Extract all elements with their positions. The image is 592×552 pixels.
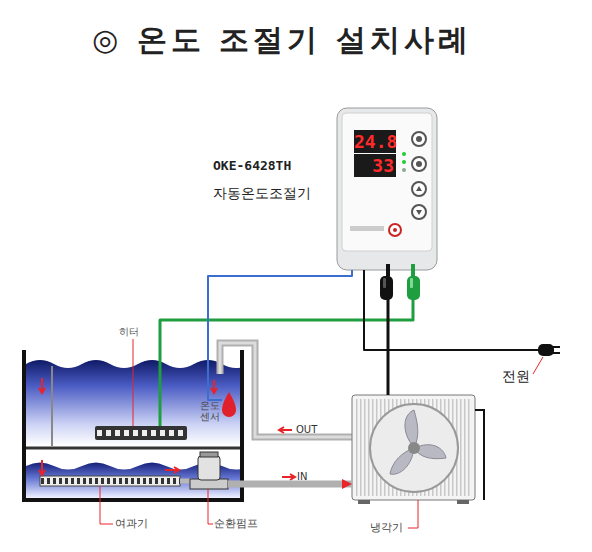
heater-rod bbox=[51, 366, 53, 446]
filter-body bbox=[40, 476, 180, 486]
temperature-display: 24.8 bbox=[354, 130, 394, 153]
fan-hub bbox=[408, 442, 420, 454]
leader-lines bbox=[100, 339, 543, 528]
filter: 여과기 bbox=[40, 476, 180, 486]
control-button bbox=[416, 161, 422, 167]
leader-line bbox=[208, 489, 213, 524]
pump-motor bbox=[198, 456, 220, 480]
cable-plug bbox=[407, 276, 420, 300]
chiller-case bbox=[352, 395, 475, 500]
plug-prong bbox=[553, 346, 560, 348]
plug-shape bbox=[538, 343, 560, 357]
power-cable bbox=[364, 270, 538, 350]
setpoint-display: 33 bbox=[354, 154, 394, 177]
chiller-grille bbox=[356, 399, 471, 496]
leader-line bbox=[408, 500, 418, 528]
sensor-shape bbox=[222, 392, 236, 418]
sensor-cable bbox=[208, 270, 352, 400]
display-window bbox=[354, 154, 396, 177]
cable-plug bbox=[380, 276, 393, 300]
flow-arrow bbox=[211, 380, 217, 393]
power-button bbox=[393, 228, 397, 232]
flow-arrow bbox=[279, 427, 292, 433]
part-label: 여과기 bbox=[115, 517, 148, 530]
chiller: 냉각기 bbox=[352, 395, 475, 500]
part-label: 전원 bbox=[502, 368, 530, 385]
control-button bbox=[416, 186, 422, 191]
cable-stub bbox=[411, 264, 415, 276]
fan-blade bbox=[390, 410, 446, 474]
filter-body bbox=[40, 476, 180, 486]
flow-label: OUT bbox=[296, 424, 317, 435]
circulation-pump: 순환펌프 bbox=[192, 452, 228, 489]
control-button bbox=[412, 205, 426, 219]
sensor-cable bbox=[160, 270, 413, 426]
chiller-fan bbox=[370, 404, 458, 492]
control-button bbox=[416, 210, 422, 215]
diagram-title: ◎ 온도 조절기 설치사례 bbox=[92, 22, 472, 58]
part-label: 히터 bbox=[119, 326, 139, 338]
status-led bbox=[402, 160, 406, 164]
control-button bbox=[412, 132, 426, 146]
tank-shelf bbox=[26, 447, 240, 450]
controller-case bbox=[337, 108, 437, 270]
controller-face bbox=[342, 113, 432, 251]
display-window bbox=[354, 130, 396, 153]
power-plug: 전원 bbox=[538, 343, 560, 357]
plug-prong bbox=[553, 352, 560, 354]
temperature-controller: OKE-6428TH자동온도조절기24.833 bbox=[337, 108, 437, 270]
heater-body bbox=[95, 426, 187, 440]
heater-body bbox=[95, 426, 187, 440]
water-pipe bbox=[228, 481, 352, 488]
chiller-unit bbox=[352, 395, 484, 504]
chiller-foot bbox=[358, 500, 370, 504]
power-cable bbox=[387, 270, 390, 395]
chiller-foot bbox=[457, 500, 469, 504]
flow-arrow bbox=[165, 467, 179, 473]
panel-print bbox=[350, 226, 384, 231]
cable-stub bbox=[386, 264, 390, 276]
return-pipe bbox=[220, 343, 352, 437]
sensor-probe bbox=[222, 392, 236, 417]
flow-label: IN bbox=[297, 471, 307, 482]
plug-body bbox=[538, 344, 554, 356]
flow-arrow bbox=[282, 474, 295, 480]
part-label: 냉각기 bbox=[370, 521, 403, 534]
flow-arrows bbox=[39, 378, 295, 480]
controller-body bbox=[337, 108, 437, 276]
leader-line bbox=[133, 339, 134, 426]
pump-cap bbox=[200, 452, 218, 457]
control-button bbox=[416, 136, 422, 142]
chiller-cord bbox=[475, 410, 484, 500]
plug-highlight bbox=[383, 278, 386, 288]
status-led bbox=[402, 152, 406, 156]
control-button bbox=[412, 157, 426, 171]
power-button bbox=[389, 224, 401, 236]
leader-line bbox=[533, 357, 543, 374]
return-pipe bbox=[220, 343, 352, 437]
control-button bbox=[412, 182, 426, 196]
flow-arrow bbox=[39, 460, 45, 475]
flow-arrow bbox=[39, 378, 45, 393]
product-name: 자동온도조절기 bbox=[213, 185, 311, 202]
part-label: 온도 센서 bbox=[200, 400, 222, 422]
status-led bbox=[402, 168, 406, 172]
plug-highlight bbox=[410, 278, 413, 288]
model-name: OKE-6428TH bbox=[213, 158, 291, 174]
part-label: 순환펌프 bbox=[214, 517, 258, 530]
temperature-sensor: 온도 센서 bbox=[222, 392, 236, 418]
heater: 히터 bbox=[95, 426, 187, 440]
leader-line bbox=[100, 486, 113, 524]
